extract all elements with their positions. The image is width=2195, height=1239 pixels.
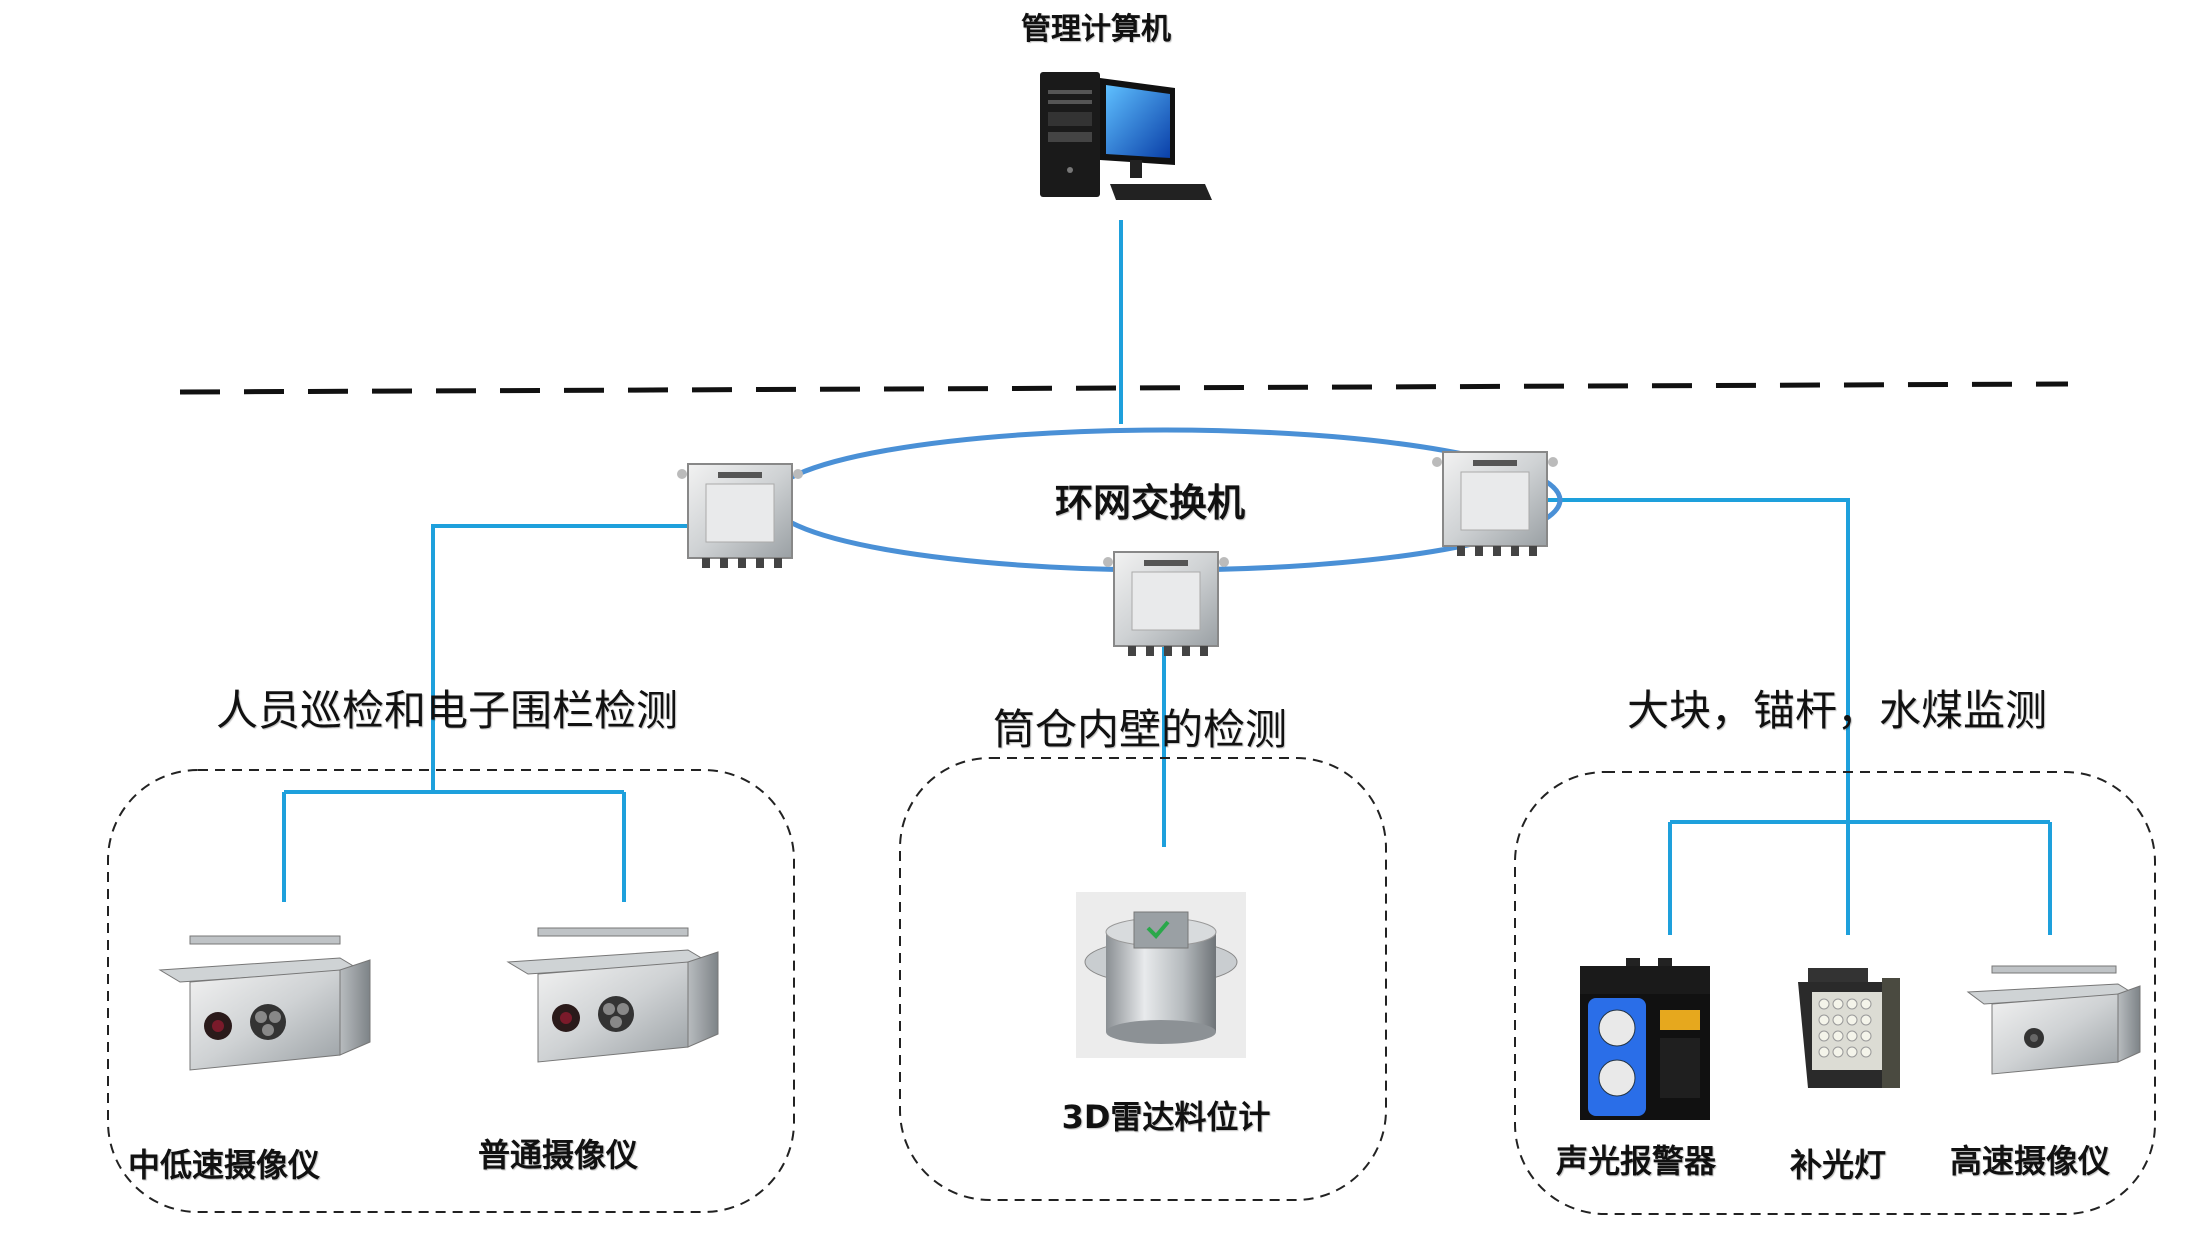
3d-radar-level-meter-icon — [1076, 892, 1246, 1058]
network-boundary-dashed-line — [179, 381, 2069, 395]
device-label-high-speed-camera: 高速摄像仪 — [1949, 1142, 2111, 1180]
right-group-box — [1514, 771, 2156, 1215]
management-computer-label: 管理计算机 — [1021, 12, 1171, 47]
left-branch-link — [282, 790, 626, 902]
switch-middle-icon — [1103, 551, 1229, 656]
section-title-silo-inner-wall: 筒仓内壁的检测 — [992, 705, 1288, 754]
middle-group-box — [899, 757, 1387, 1201]
switch-left-icon — [677, 463, 803, 568]
switch-right-icon — [1432, 451, 1558, 556]
ring-switch-label: 环网交换机 — [1054, 481, 1246, 525]
right-branch-link — [1668, 820, 2052, 935]
device-label-low-mid-speed-camera: 中低速摄像仪 — [127, 1146, 321, 1184]
audio-visual-alarm-icon — [1580, 958, 1710, 1120]
management-computer-icon — [1040, 72, 1212, 200]
ordinary-camera-icon — [506, 927, 719, 1063]
section-title-personnel-fence: 人员巡检和电子围栏检测 — [215, 686, 679, 735]
device-label-fill-light: 补光灯 — [1789, 1146, 1887, 1184]
fill-light-icon — [1798, 968, 1900, 1088]
device-label-3d-radar-level-meter: 3D雷达料位计 — [1061, 1098, 1271, 1136]
left-switch-link — [431, 524, 690, 792]
section-title-block-anchor-water: 大块，锚杆，水煤监测 — [1626, 686, 2048, 735]
device-label-audio-visual-alarm: 声光报警器 — [1555, 1142, 1717, 1180]
device-label-ordinary-camera: 普通摄像仪 — [477, 1136, 639, 1174]
high-speed-camera-icon — [1966, 965, 2141, 1075]
connection-lines — [282, 220, 2052, 935]
low-mid-speed-camera-icon — [158, 935, 371, 1071]
right-switch-link — [1543, 498, 1850, 935]
left-group-box — [107, 769, 795, 1213]
